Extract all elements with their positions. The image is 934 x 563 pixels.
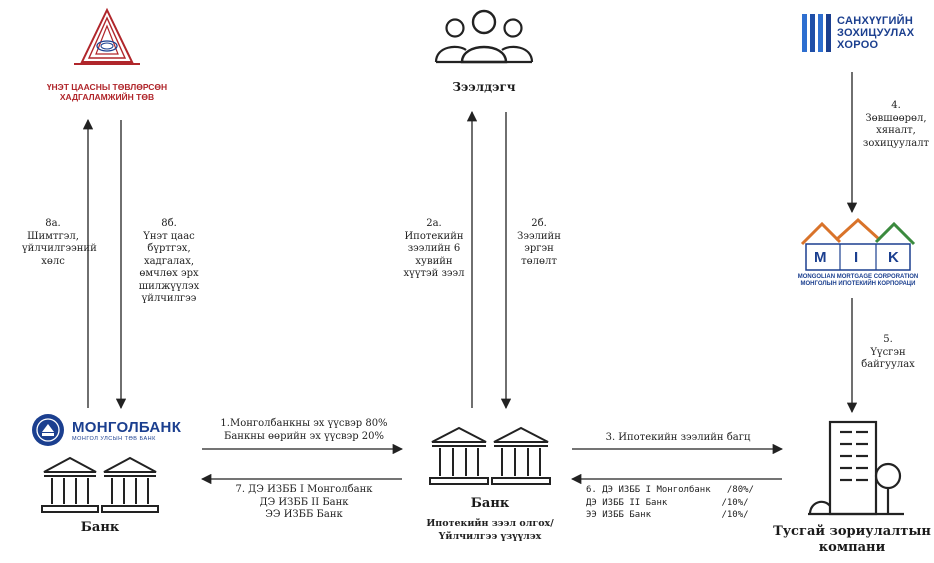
frc-logo: САНХҮҮГИЙН ЗОХИЦУУЛАХ ХОРОО [802, 8, 932, 58]
mongolbank-logo: МОНГОЛБАНК МОНГОЛ УЛСЫН ТӨВ БАНК [30, 410, 195, 450]
csd-emblem-icon [74, 7, 140, 65]
step-1-label: 1.Монголбанкны эх үүсвэр 80% Банкны өөри… [220, 418, 388, 442]
csd-logo: ҮНЭТ ЦААСНЫ ТӨВЛӨРСӨН ХАДГАЛАМЖИЙН ТӨВ [42, 6, 172, 106]
center-bank-icon [429, 426, 551, 485]
csd-title: ҮНЭТ ЦААСНЫ ТӨВЛӨРСӨН ХАДГАЛАМЖИЙН ТӨВ [46, 82, 168, 102]
frc-bars-icon [802, 14, 831, 52]
borrower-node: Зээлдэгч [428, 4, 540, 104]
frc-line1: САНХҮҮГИЙН [837, 15, 914, 27]
step-8b-label: 8б. Үнэт цаас бүртгэх, хадгалах, өмчлөх … [138, 218, 200, 304]
step-2b-label: 2б. Зээлийн эргэн төлөлт [517, 218, 561, 267]
frc-line2: ЗОХИЦУУЛАХ [837, 27, 915, 39]
center-bank-label: Банк [470, 496, 510, 511]
left-bank-label: Банк [80, 520, 120, 535]
mik-letter-k: K [888, 249, 899, 266]
mik-letter-m: M [814, 249, 827, 266]
mik-subtitle: MONGOLIAN MORTGAGE CORPORATION МОНГОЛЫН … [797, 274, 919, 287]
step-5-label: 5. Үүсгэн байгуулах [861, 334, 915, 370]
step-4-label: 4. Зөвшөөрөл, хяналт, зохицуулалт [862, 100, 930, 149]
mongolbank-emblem-icon [32, 414, 64, 446]
center-bank-subtitle: Ипотекийн зээл олгох/ Үйлчилгээ үзүүлэх [426, 518, 554, 542]
mongolbank-title: МОНГОЛБАНК [72, 418, 182, 436]
borrower-label: Зээлдэгч [452, 80, 516, 94]
step-8a-label: 8а. Шимтгэл, үйлчилгээний хөлс [22, 218, 97, 267]
frc-line3: ХОРОО [837, 39, 879, 51]
left-bank-icon [41, 456, 159, 513]
step-7-label: 7. ДЭ ИЗББ I Монголбанк ДЭ ИЗББ II Банк … [235, 484, 373, 520]
mik-letter-i: I [854, 249, 859, 266]
step-6-label: 6. ДЭ ИЗББ I Монголбанк /80%/ ДЭ ИЗББ II… [586, 485, 754, 520]
spv-label: Тусгай зориулалтын компани [773, 524, 931, 555]
mik-logo: M I K MONGOLIAN MORTGAGE CORPORATION МОН… [796, 214, 920, 294]
step-3-label: 3. Ипотекийн зээлийн багц [605, 432, 751, 443]
mik-roof-icon [800, 217, 916, 271]
mongolbank-subtitle: МОНГОЛ УЛСЫН ТӨВ БАНК [72, 435, 156, 442]
step-2a-label: 2а. Ипотекийн зээлийн 6 хувийн хүүтэй зэ… [403, 218, 465, 279]
people-group-icon [434, 9, 534, 64]
spv-building-icon [808, 420, 904, 516]
